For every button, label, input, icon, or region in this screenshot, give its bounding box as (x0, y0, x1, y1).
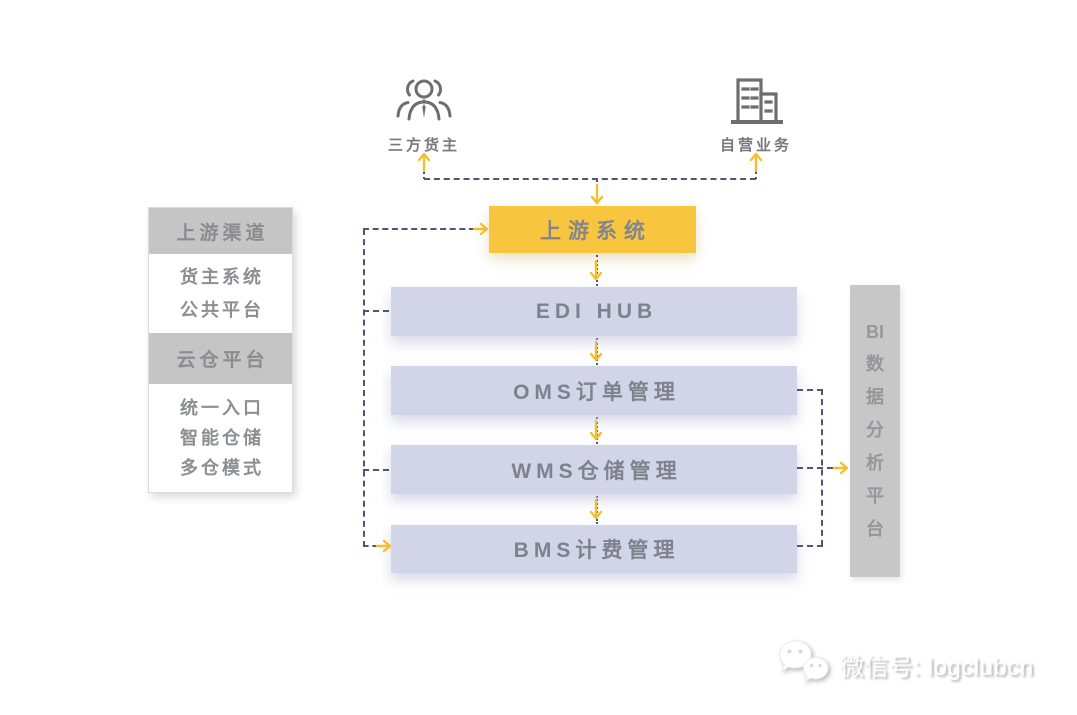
upstream-system-box: 上游系统 (489, 206, 696, 253)
dotted-stub-left (423, 172, 425, 179)
down-arrow-upstream-edi (589, 258, 603, 282)
bi-panel-line: 平 (866, 485, 884, 506)
right-stub-oms (797, 389, 823, 391)
up-arrow-right-actor (749, 152, 763, 174)
right-stub-bms (797, 545, 823, 547)
down-arrow-wms-bms (589, 497, 603, 521)
left-vertical-dashed-line (363, 229, 365, 547)
right-stub-wms (797, 467, 833, 469)
bi-analytics-panel: BI 数 据 分 析 平 台 (850, 285, 900, 577)
left-top-dashed-line (363, 228, 475, 230)
left-panel-item: 多仓模式 (180, 458, 264, 478)
left-panel-item: 货主系统 (180, 266, 264, 287)
right-arrow-into-bms (375, 539, 393, 553)
bms-label: BMS计费管理 (513, 539, 680, 562)
left-panel-header-cloud-warehouse: 云仓平台 (149, 333, 292, 384)
left-actor-label: 三方货主 (387, 137, 460, 154)
edi-hub-label: EDI HUB (535, 299, 658, 323)
bi-panel-line: 据 (866, 386, 884, 407)
watermark: 微信号: logclubcn (776, 638, 1034, 691)
left-panel: 上游渠道 货主系统 公共平台 云仓平台 统一入口 智能仓储 多仓模式 (148, 207, 293, 493)
left-stub-wms (363, 469, 389, 471)
bi-panel-line: 分 (866, 419, 884, 440)
bms-box: BMS计费管理 (391, 525, 797, 573)
bi-panel-line: BI (866, 321, 884, 342)
bi-panel-line: 台 (866, 518, 884, 539)
left-stub-edi (363, 310, 389, 312)
buildings-icon (727, 76, 787, 133)
bi-panel-line: 数 (866, 353, 884, 374)
top-horizontal-dashed-line (424, 178, 756, 180)
right-actor-label: 自营业务 (719, 137, 792, 154)
edi-hub-box: EDI HUB (391, 287, 797, 336)
wms-box: WMS仓储管理 (391, 445, 797, 494)
upstream-system-label: 上游系统 (540, 219, 652, 243)
down-arrow-to-upstream (590, 183, 604, 205)
left-panel-item: 公共平台 (180, 299, 264, 320)
bi-panel-line: 析 (866, 452, 884, 473)
wms-label: WMS仓储管理 (511, 459, 682, 483)
up-arrow-left-actor (417, 152, 431, 174)
down-arrow-oms-wms (589, 418, 603, 442)
down-arrow-edi-oms (589, 339, 603, 363)
left-panel-item: 统一入口 (180, 398, 264, 418)
people-group-icon (392, 74, 456, 135)
dotted-stub-center (596, 180, 598, 186)
dotted-stub-right (755, 172, 757, 179)
left-bottom-dashed-line (363, 545, 378, 547)
watermark-text: 微信号: logclubcn (840, 654, 1034, 681)
oms-box: OMS订单管理 (391, 366, 797, 415)
oms-label: OMS订单管理 (513, 380, 680, 404)
left-panel-items-cloud: 统一入口 智能仓储 多仓模式 (149, 384, 292, 492)
left-panel-items-upstream: 货主系统 公共平台 (149, 254, 292, 333)
left-panel-item: 智能仓储 (180, 428, 264, 448)
right-arrow-into-bi (832, 461, 850, 475)
wechat-icon (776, 638, 832, 691)
left-panel-header-upstream-channels: 上游渠道 (149, 208, 292, 254)
right-arrow-into-upstream (472, 222, 490, 236)
